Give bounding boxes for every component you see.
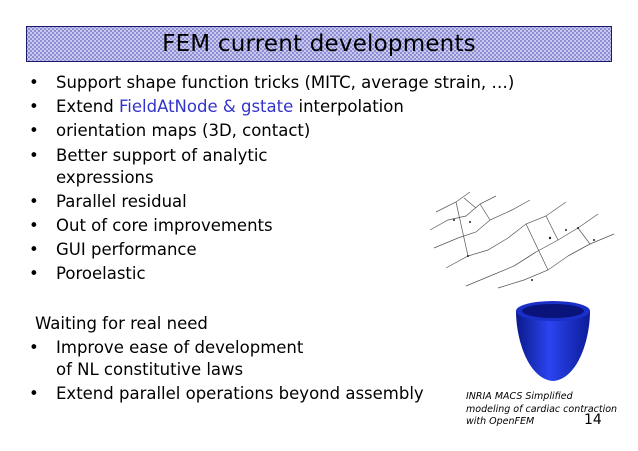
list-item: •Out of core improvements bbox=[29, 215, 273, 235]
list-item: •Extend parallel operations beyond assem… bbox=[29, 384, 424, 403]
list-item: •Support shape function tricks (MITC, av… bbox=[29, 73, 515, 92]
bullet-icon: • bbox=[29, 97, 39, 117]
bullet-list: •Support shape function tricks (MITC, av… bbox=[26, 72, 514, 288]
bullet-icon: • bbox=[29, 240, 39, 260]
bullet-icon: • bbox=[29, 215, 39, 235]
bullet-icon: • bbox=[29, 73, 39, 92]
list-item: •Parallel residual bbox=[29, 191, 187, 211]
page-title: FEM current developments bbox=[162, 31, 476, 57]
list-item: •orientation maps (3D, contact) bbox=[29, 121, 311, 141]
list-item: •Poroelastic bbox=[29, 264, 146, 284]
title-banner: FEM current developments bbox=[26, 26, 612, 62]
list-item: •Extend FieldAtNode & gstate interpolati… bbox=[29, 97, 404, 117]
section-heading: Waiting for real need bbox=[35, 314, 208, 333]
heart-model-icon bbox=[516, 301, 590, 381]
bullet-icon: • bbox=[29, 191, 39, 211]
bullet-icon: • bbox=[29, 338, 39, 357]
figure-caption: INRIA MACS Simplified modeling of cardia… bbox=[466, 391, 618, 427]
bullet-icon: • bbox=[29, 264, 39, 284]
page-number: 14 bbox=[584, 412, 602, 428]
mesh-diagram-icon bbox=[429, 191, 615, 289]
bullet-icon: • bbox=[29, 145, 39, 165]
bullet-icon: • bbox=[29, 384, 39, 403]
list-item: •GUI performance bbox=[29, 240, 197, 260]
bullet-icon: • bbox=[29, 121, 39, 141]
highlight-text: FieldAtNode & gstate bbox=[119, 97, 294, 117]
